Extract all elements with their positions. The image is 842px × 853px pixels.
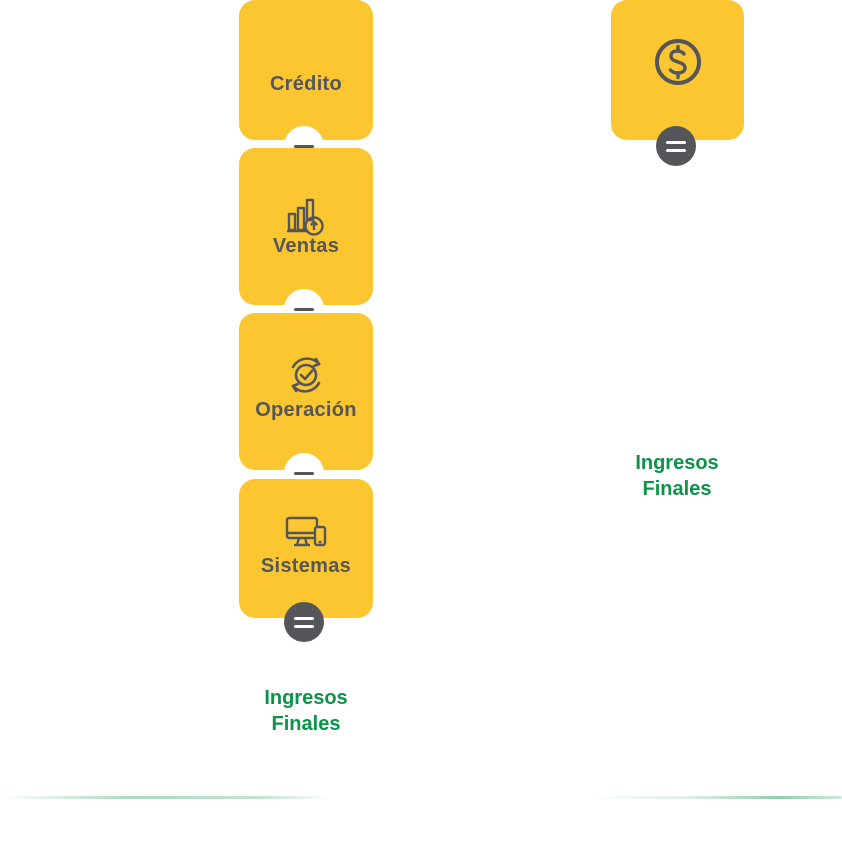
equals-operator-right xyxy=(656,126,696,166)
card-ventas: Ventas xyxy=(239,148,373,305)
card-label-credito: Crédito xyxy=(269,72,343,95)
card-dollar xyxy=(611,0,744,140)
result-line1: Ingresos xyxy=(264,687,348,709)
card-operacion: Operación xyxy=(239,313,373,470)
result-ingresos-finales-left: Ingresos Finales xyxy=(236,685,376,737)
result-line1: Ingresos xyxy=(635,452,719,474)
baseline-divider-right xyxy=(590,796,842,799)
card-sistemas: Sistemas xyxy=(239,479,373,618)
process-check-icon xyxy=(286,356,326,399)
card-label-ventas: Ventas xyxy=(272,234,340,257)
card-label-operacion: Operación xyxy=(255,398,357,421)
dollar-coin-icon xyxy=(653,37,703,92)
equals-icon xyxy=(666,140,686,152)
card-credito: Crédito xyxy=(239,0,373,140)
result-line2: Finales xyxy=(271,713,341,735)
equals-icon xyxy=(294,616,314,628)
baseline-divider-left xyxy=(0,796,330,799)
bar-chart-growth-icon xyxy=(286,198,326,241)
result-ingresos-finales-right: Ingresos Finales xyxy=(607,450,747,502)
minus-icon xyxy=(294,144,314,148)
equals-operator-left xyxy=(284,602,324,642)
card-label-sistemas: Sistemas xyxy=(260,554,352,577)
minus-icon xyxy=(294,307,314,311)
devices-icon xyxy=(285,516,327,553)
result-line2: Finales xyxy=(642,478,712,500)
minus-icon xyxy=(294,471,314,475)
